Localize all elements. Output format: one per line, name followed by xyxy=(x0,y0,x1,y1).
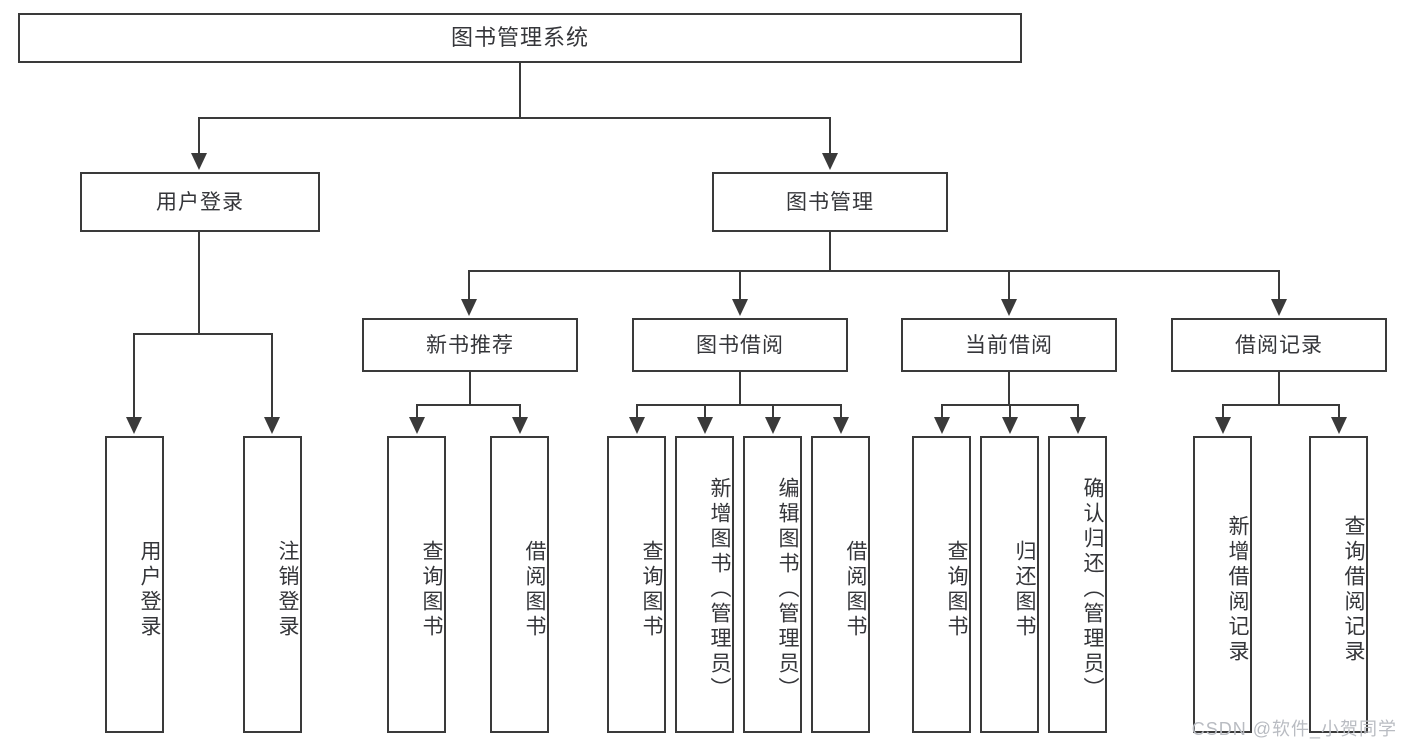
node-label: 编辑图书（管理员） xyxy=(776,477,799,702)
arrowhead-nb-to-leaf-2 xyxy=(512,417,528,434)
leaf-borrow-add-book-admin[interactable]: 新增图书（管理员） xyxy=(675,436,734,733)
connector-bm-to-borrow-record xyxy=(1278,270,1280,301)
leaf-borrow-borrow-book[interactable]: 借阅图书 xyxy=(811,436,870,733)
connector-root-to-book-management xyxy=(829,117,831,155)
connector-br-to-leaf-1 xyxy=(1222,404,1224,419)
leaf-current-query-book[interactable]: 查询图书 xyxy=(912,436,971,733)
arrowhead-bb-to-leaf-1 xyxy=(629,417,645,434)
arrowhead-br-to-leaf-1 xyxy=(1215,417,1231,434)
leaf-user-login[interactable]: 用户登录 xyxy=(105,436,164,733)
arrowhead-bm-to-new-book xyxy=(461,299,477,316)
leaf-borrow-edit-book-admin[interactable]: 编辑图书（管理员） xyxy=(743,436,802,733)
node-label: 借阅图书 xyxy=(844,539,867,640)
connector-borrow-record-stem xyxy=(1278,372,1280,406)
connector-user-login-bus xyxy=(133,333,273,335)
connector-current-borrow-stem xyxy=(1008,372,1010,406)
connector-nb-to-leaf-2 xyxy=(519,404,521,419)
connector-root-bus xyxy=(198,117,830,119)
connector-root-to-user-login xyxy=(198,117,200,155)
arrowhead-root-to-user-login xyxy=(191,153,207,170)
connector-cb-to-leaf-2 xyxy=(1009,404,1011,419)
arrowhead-cb-to-leaf-1 xyxy=(934,417,950,434)
node-label: 新增图书（管理员） xyxy=(708,477,731,702)
connector-user-login-to-leaf-1 xyxy=(133,333,135,419)
connector-bm-to-current-borrow xyxy=(1008,270,1010,301)
arrowhead-bm-to-borrow-book xyxy=(732,299,748,316)
node-book-borrow[interactable]: 图书借阅 xyxy=(632,318,848,372)
node-label: 借阅记录 xyxy=(1235,333,1323,357)
node-label: 查询图书 xyxy=(640,539,663,640)
connector-bm-to-borrow-book xyxy=(739,270,741,301)
connector-cb-to-leaf-1 xyxy=(941,404,943,419)
connector-bb-to-leaf-2 xyxy=(704,404,706,419)
node-label: 查询图书 xyxy=(945,539,968,640)
node-current-borrow[interactable]: 当前借阅 xyxy=(901,318,1117,372)
node-label: 用户登录 xyxy=(138,539,161,640)
connector-book-management-bus xyxy=(468,270,1279,272)
connector-root-stem xyxy=(519,63,521,118)
node-label: 当前借阅 xyxy=(965,333,1053,357)
leaf-newbook-query-book[interactable]: 查询图书 xyxy=(387,436,446,733)
node-label: 新书推荐 xyxy=(426,333,514,357)
node-label: 确认归还（管理员） xyxy=(1081,477,1104,702)
connector-bm-to-new-book xyxy=(468,270,470,301)
node-label: 图书借阅 xyxy=(696,333,784,357)
leaf-user-logout[interactable]: 注销登录 xyxy=(243,436,302,733)
leaf-current-confirm-return-admin[interactable]: 确认归还（管理员） xyxy=(1048,436,1107,733)
connector-book-borrow-bus xyxy=(636,404,842,406)
arrowhead-bb-to-leaf-4 xyxy=(833,417,849,434)
node-label: 归还图书 xyxy=(1013,539,1036,640)
arrowhead-user-login-to-leaf-1 xyxy=(126,417,142,434)
connector-bb-to-leaf-3 xyxy=(772,404,774,419)
arrowhead-root-to-book-management xyxy=(822,153,838,170)
arrowhead-bb-to-leaf-3 xyxy=(765,417,781,434)
node-book-management[interactable]: 图书管理 xyxy=(712,172,948,232)
node-label: 查询图书 xyxy=(420,539,443,640)
connector-new-book-stem xyxy=(469,372,471,406)
node-label: 借阅图书 xyxy=(523,539,546,640)
leaf-record-add-borrow-record[interactable]: 新增借阅记录 xyxy=(1193,436,1252,733)
node-label: 查询借阅记录 xyxy=(1342,514,1365,665)
arrowhead-nb-to-leaf-1 xyxy=(409,417,425,434)
leaf-borrow-query-book[interactable]: 查询图书 xyxy=(607,436,666,733)
csdn-watermark: CSDN @软件_小贺同学 xyxy=(1191,719,1397,739)
arrowhead-bm-to-borrow-record xyxy=(1271,299,1287,316)
connector-book-borrow-stem xyxy=(739,372,741,406)
arrowhead-cb-to-leaf-2 xyxy=(1002,417,1018,434)
node-root-library-management-system[interactable]: 图书管理系统 xyxy=(18,13,1022,63)
node-label: 注销登录 xyxy=(276,539,299,640)
arrowhead-br-to-leaf-2 xyxy=(1331,417,1347,434)
leaf-record-query-borrow-record[interactable]: 查询借阅记录 xyxy=(1309,436,1368,733)
connector-nb-to-leaf-1 xyxy=(416,404,418,419)
node-user-login[interactable]: 用户登录 xyxy=(80,172,320,232)
node-label: 新增借阅记录 xyxy=(1226,514,1249,665)
connector-bb-to-leaf-4 xyxy=(840,404,842,419)
arrowhead-cb-to-leaf-3 xyxy=(1070,417,1086,434)
node-new-book-recommendation[interactable]: 新书推荐 xyxy=(362,318,578,372)
connector-user-login-to-leaf-2 xyxy=(271,333,273,419)
arrowhead-bm-to-current-borrow xyxy=(1001,299,1017,316)
connector-user-login-stem xyxy=(198,232,200,334)
node-borrow-record[interactable]: 借阅记录 xyxy=(1171,318,1387,372)
leaf-newbook-borrow-book[interactable]: 借阅图书 xyxy=(490,436,549,733)
node-label: 图书管理系统 xyxy=(450,25,589,50)
node-label: 用户登录 xyxy=(156,190,244,214)
connector-cb-to-leaf-3 xyxy=(1077,404,1079,419)
arrowhead-bb-to-leaf-2 xyxy=(697,417,713,434)
leaf-current-return-book[interactable]: 归还图书 xyxy=(980,436,1039,733)
connector-new-book-bus xyxy=(416,404,520,406)
connector-bb-to-leaf-1 xyxy=(636,404,638,419)
node-label: 图书管理 xyxy=(786,190,874,214)
connector-book-management-stem xyxy=(829,232,831,271)
connector-br-to-leaf-2 xyxy=(1338,404,1340,419)
connector-borrow-record-bus xyxy=(1222,404,1339,406)
arrowhead-user-login-to-leaf-2 xyxy=(264,417,280,434)
